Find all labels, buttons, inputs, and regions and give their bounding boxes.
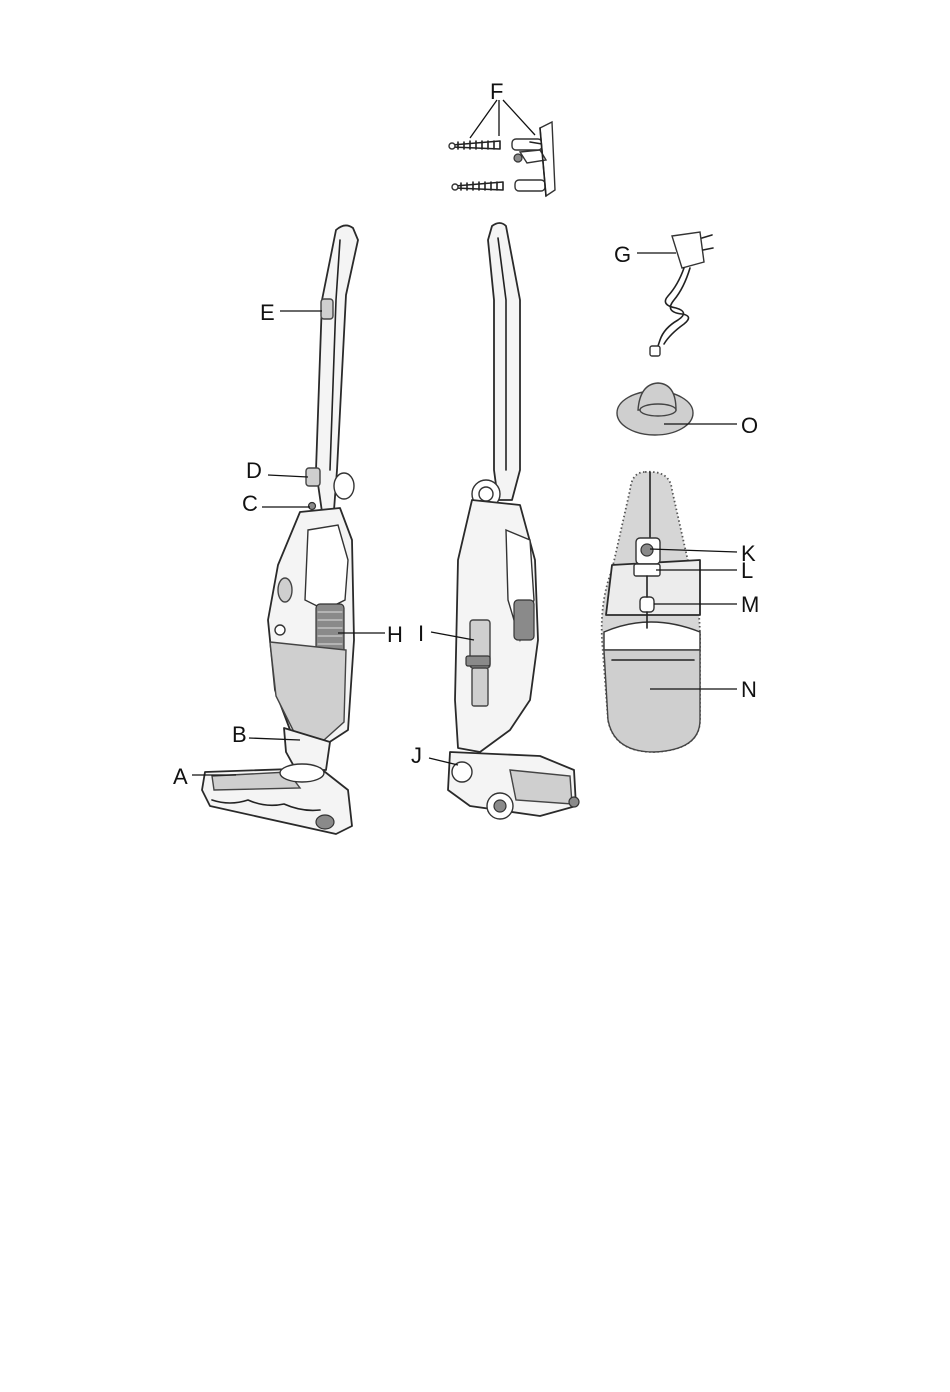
- label-I: I: [418, 621, 424, 646]
- label-J: J: [411, 743, 422, 768]
- release-button-part-M: [640, 597, 654, 612]
- seal-part-O: [617, 383, 693, 435]
- release-button-part-D: [306, 468, 320, 486]
- handheld-detail: [602, 472, 700, 752]
- label-F-leaders: [470, 100, 535, 138]
- screw-top: [449, 141, 500, 149]
- label-O: O: [741, 413, 758, 438]
- label-E: E: [260, 300, 275, 325]
- vacuum-front-view: [202, 225, 358, 834]
- label-F: F: [490, 79, 503, 104]
- wheel-part-J: [452, 762, 472, 782]
- charger-part-G: [650, 232, 713, 356]
- wall-plug-bottom: [515, 180, 545, 191]
- handle-side: [488, 223, 520, 500]
- label-L: L: [741, 558, 753, 583]
- label-M: M: [741, 592, 759, 617]
- wall-mount-kit: [449, 100, 555, 196]
- label-G: G: [614, 242, 631, 267]
- handle: [316, 225, 358, 512]
- dust-container-part-H: [270, 642, 346, 740]
- dust-bin-part-N: [604, 650, 700, 752]
- label-A: A: [173, 764, 188, 789]
- label-N: N: [741, 677, 757, 702]
- label-C: C: [242, 491, 258, 516]
- wall-plug-top: [512, 139, 542, 150]
- air-outlet-grille: [316, 604, 344, 654]
- label-B: B: [232, 722, 247, 747]
- label-H: H: [387, 622, 403, 647]
- handle-joint: [334, 473, 354, 499]
- label-D: D: [246, 458, 262, 483]
- screw-bottom: [452, 182, 503, 190]
- power-switch-part-E: [321, 299, 333, 319]
- charge-indicator-part-C: [309, 503, 316, 510]
- switch-part-K: [636, 538, 660, 564]
- vacuum-side-view: [448, 223, 579, 819]
